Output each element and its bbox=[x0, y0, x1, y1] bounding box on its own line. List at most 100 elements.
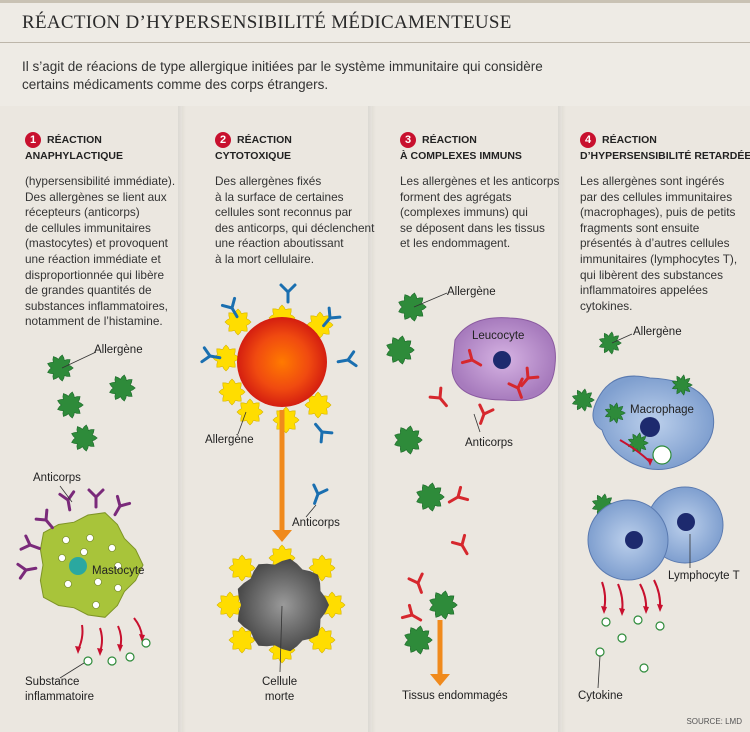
leader-line bbox=[237, 411, 247, 435]
antibody-icon bbox=[460, 348, 483, 367]
text-line: Les allergènes et les anticorps bbox=[400, 174, 560, 188]
antibodies-label: Anticorps bbox=[292, 517, 340, 529]
antibody-icon bbox=[200, 346, 222, 364]
column-3 bbox=[372, 106, 558, 732]
heading-line: D’HYPERSENSIBILITÉ RETARDÉE bbox=[580, 150, 750, 162]
tissue-label: Tissus endommagés bbox=[402, 690, 508, 702]
text-line: Des allergènes fixés bbox=[215, 174, 322, 188]
cytokine-label: Cytokine bbox=[578, 690, 623, 702]
text-line: fragments sont ensuite bbox=[580, 220, 700, 235]
label-line: inflammatoire bbox=[25, 691, 95, 703]
allergen-icon bbox=[598, 331, 622, 355]
text-line: Des allergènes se lient aux bbox=[25, 189, 167, 204]
antibody-icon bbox=[520, 366, 540, 388]
allergen-icon bbox=[109, 374, 136, 402]
inflammatory-substance bbox=[141, 638, 151, 648]
granule bbox=[114, 584, 122, 592]
allergen-icon bbox=[71, 424, 98, 452]
leader-line bbox=[59, 662, 85, 679]
allergen-label: Allergène bbox=[633, 326, 682, 338]
bound-allergen bbox=[224, 308, 252, 336]
vacuole bbox=[652, 445, 672, 465]
text-line: se déposent dans les tissus bbox=[400, 220, 545, 235]
cytokine bbox=[595, 647, 605, 657]
leader-line bbox=[413, 292, 448, 308]
text-line: et les endommagent. bbox=[400, 236, 511, 251]
text-line: une réaction aboutissant bbox=[215, 236, 344, 251]
antibody-icon bbox=[58, 490, 76, 512]
leader-line bbox=[61, 351, 97, 369]
number-badge: 3 bbox=[400, 132, 416, 148]
granule bbox=[108, 544, 116, 552]
granule bbox=[92, 601, 100, 609]
label-line: Substance bbox=[25, 676, 80, 688]
text-line: présentés à d’autres cellules bbox=[580, 236, 730, 251]
divider bbox=[558, 106, 566, 732]
bound-allergen bbox=[228, 554, 256, 582]
allergen-icon bbox=[604, 402, 626, 424]
antibody-icon bbox=[447, 485, 470, 504]
text-line: substances inflammatoires, bbox=[25, 298, 168, 313]
heading-line: RÉACTION bbox=[47, 134, 102, 146]
leader-line bbox=[279, 605, 283, 673]
cytokine bbox=[655, 621, 665, 631]
target-cell bbox=[237, 317, 327, 407]
nucleus bbox=[493, 351, 511, 369]
text-line: par des cellules immunitaires bbox=[580, 189, 733, 204]
arrowhead bbox=[139, 634, 145, 642]
antibody-icon bbox=[19, 534, 41, 551]
arrowhead bbox=[643, 606, 649, 614]
text-line: qui libèrent des substances bbox=[580, 267, 723, 282]
substance-label: Substance inflammatoire bbox=[25, 675, 94, 705]
leader-line bbox=[611, 333, 633, 344]
text-line: cellules sont reconnus par bbox=[215, 205, 353, 220]
allergen-icon bbox=[398, 292, 427, 322]
antibody-icon bbox=[322, 306, 342, 328]
granule bbox=[114, 562, 122, 570]
dead-cell bbox=[237, 558, 329, 652]
allergen-label: Allergène bbox=[205, 434, 254, 446]
allergen-label: Allergène bbox=[447, 286, 496, 298]
text-line: cytokines. bbox=[580, 298, 633, 313]
heading-line: RÉACTION bbox=[602, 134, 657, 146]
heading-line: RÉACTION bbox=[237, 134, 292, 146]
column-1 bbox=[0, 106, 178, 732]
text-line: de cellules immunitaires bbox=[25, 220, 151, 235]
number-badge: 1 bbox=[25, 132, 41, 148]
divider bbox=[368, 106, 376, 732]
divider bbox=[178, 106, 186, 732]
text-line: (hypersensibilité immédiate). bbox=[25, 174, 176, 188]
antibody-icon bbox=[312, 483, 329, 505]
cytokine bbox=[601, 617, 611, 627]
antibody-icon bbox=[220, 296, 239, 319]
text-line: (mastocytes) et provoquent bbox=[25, 236, 168, 251]
antibody-icon bbox=[507, 377, 524, 399]
divider bbox=[0, 42, 750, 43]
allergen-icon bbox=[671, 374, 693, 396]
antibody-icon bbox=[478, 403, 495, 425]
antibody-icon bbox=[336, 350, 358, 368]
bound-allergen bbox=[218, 378, 246, 406]
mastocyte-label: Mastocyte bbox=[92, 565, 145, 577]
arrow bbox=[77, 624, 84, 651]
arrowhead bbox=[657, 604, 663, 612]
text-line: disproportionnée qui libère bbox=[25, 267, 165, 282]
arrowhead bbox=[97, 648, 103, 656]
leader-line bbox=[473, 413, 481, 433]
text-line: Les allergènes sont ingérés bbox=[580, 174, 725, 188]
bound-allergen bbox=[272, 406, 300, 434]
antibodies-label: Anticorps bbox=[33, 472, 81, 484]
arrow bbox=[653, 579, 662, 609]
arrowhead bbox=[647, 458, 653, 466]
allergen-label: Allergène bbox=[94, 344, 143, 356]
label-line: morte bbox=[264, 691, 295, 703]
heading-line: CYTOTOXIQUE bbox=[215, 150, 292, 162]
text-line: immunitaires (lymphocytes T), bbox=[580, 251, 738, 266]
allergen-icon bbox=[404, 625, 433, 655]
